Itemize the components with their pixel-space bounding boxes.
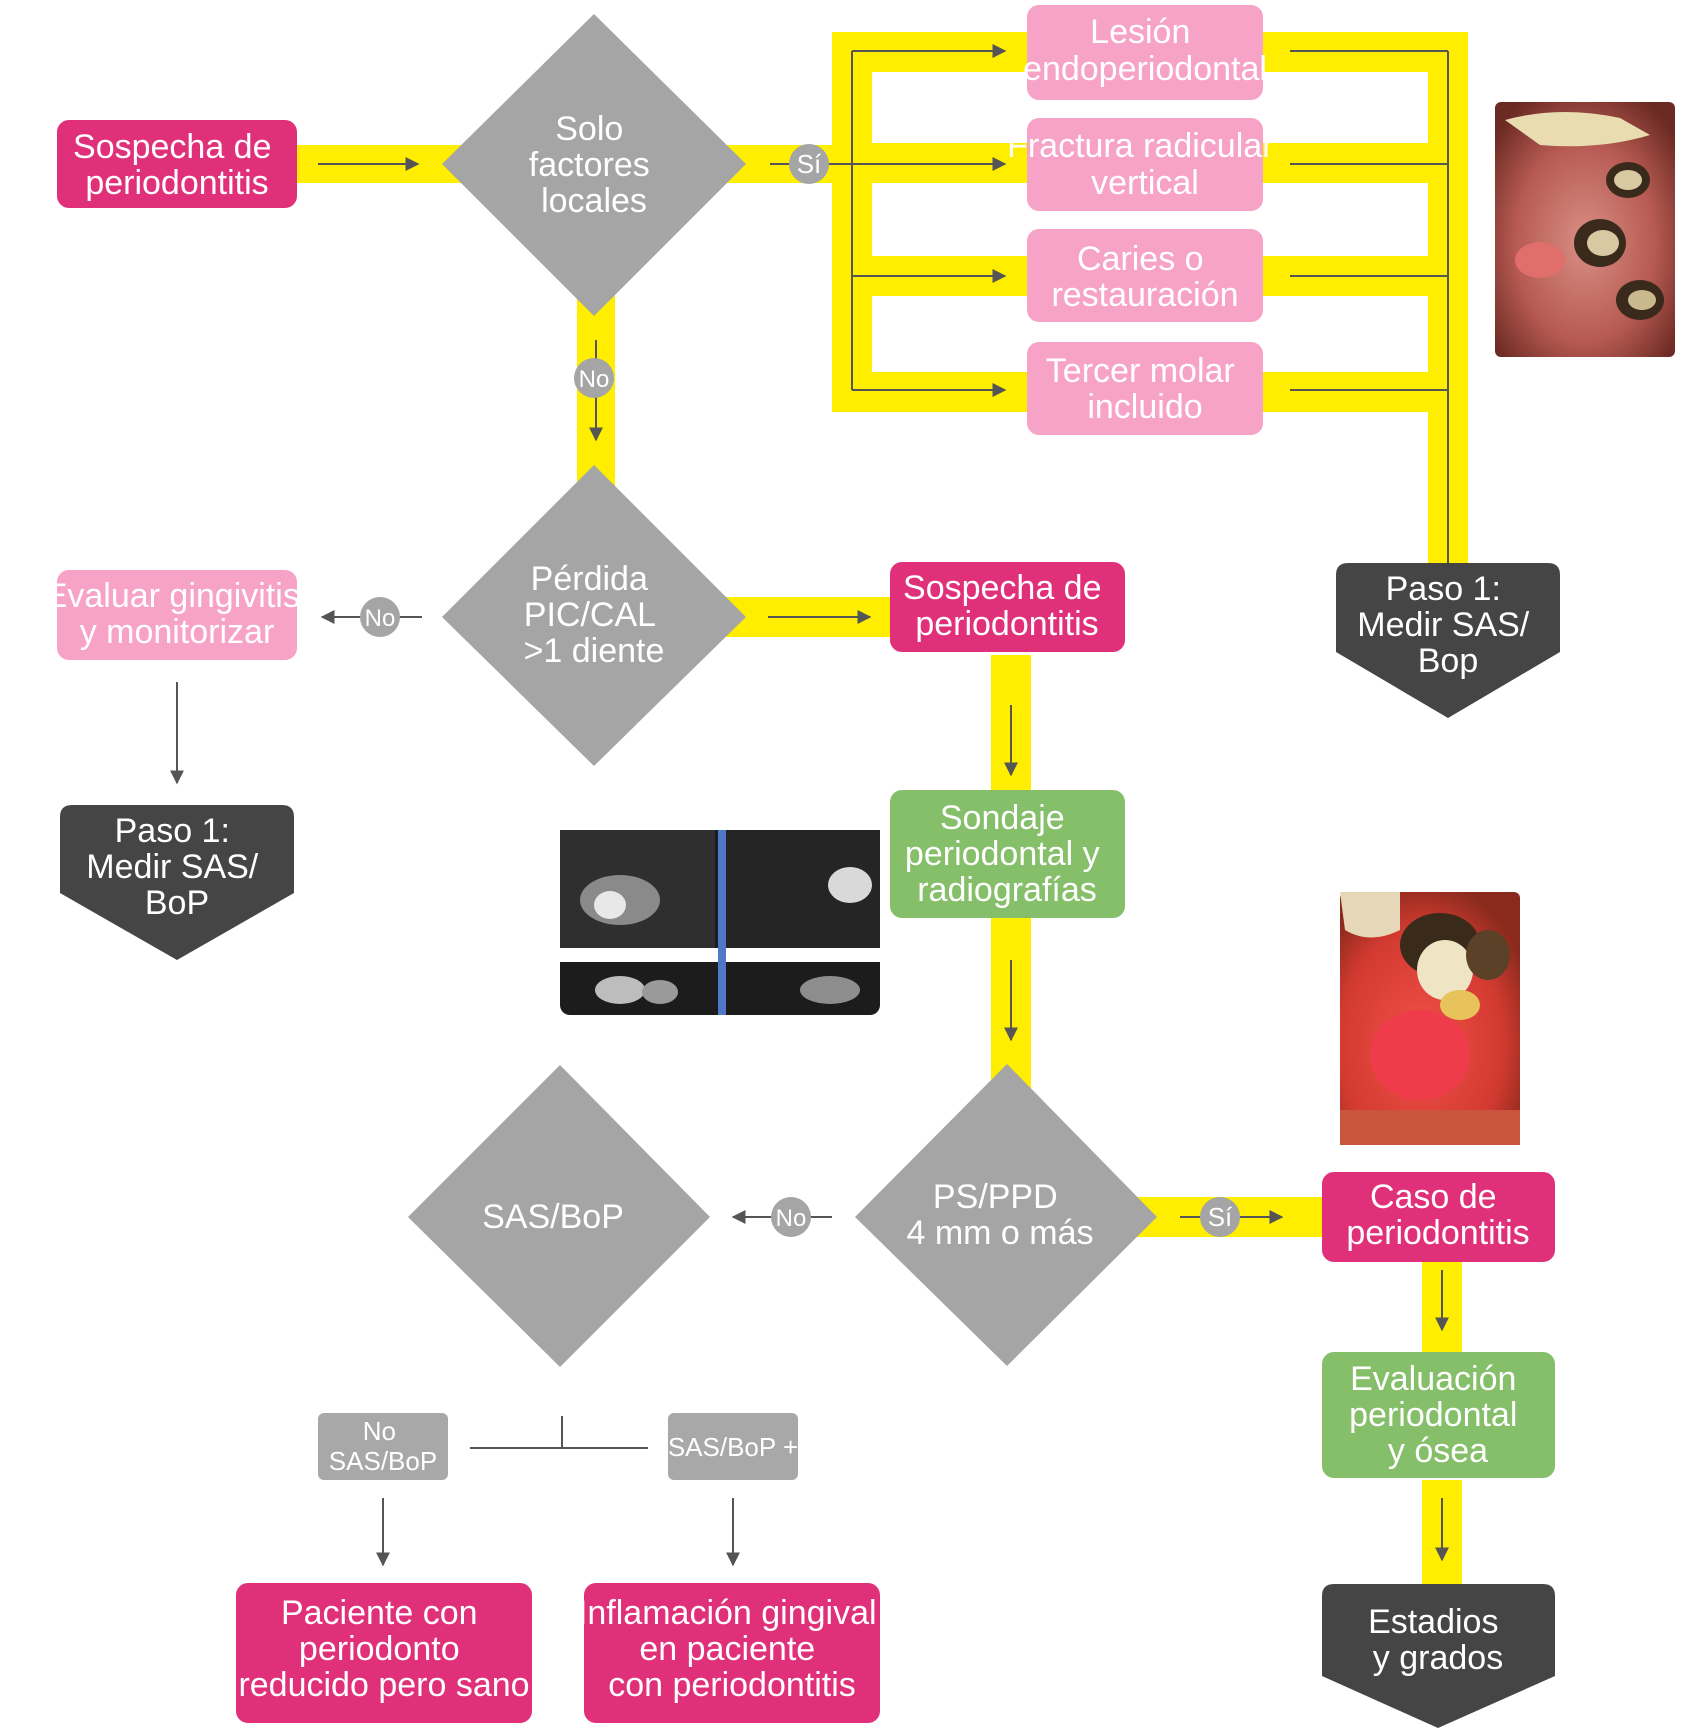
node-no-sas: No SAS/BoP [318,1413,448,1480]
svg-text:Paciente con periodonto: Paciente con periodonto reducido pero sa… [238,1594,529,1704]
svg-text:Fractura radicular verti: Fractura radicular vertical [1007,127,1283,202]
svg-text:Evaluación periodontal: Evaluación periodontal y ósea [1349,1360,1527,1470]
node-caries: Caries o restauración [1027,229,1263,322]
decision-ps-ppd: PS/PPD 4 mm o más [855,1064,1157,1366]
connectors [170,44,1449,1567]
node-step1-left: Paso 1: Medir SAS/ BoP [60,805,294,960]
clinical-photo-gingiva-image [1340,892,1520,1145]
svg-text:Sí: Sí [1208,1202,1233,1232]
svg-text:PS/PPD 4 mm o más: PS/PPD 4 mm o más [906,1178,1093,1252]
svg-text:Sondaje periodontal y: Sondaje periodontal y radiografías [905,799,1109,909]
svg-text:SAS/BoP: SAS/BoP [482,1198,624,1236]
svg-text:Evaluar gingivitis y mon: Evaluar gingivitis y monitorizar [45,577,310,651]
svg-text:No: No [579,366,610,393]
decision-local-factors: Solo factores locales [442,14,746,316]
svg-text:Sí: Sí [797,149,822,179]
svg-text:No: No [776,1205,807,1232]
svg-text:SAS/BoP +: SAS/BoP + [668,1432,798,1462]
svg-text:Caso de periodontitis: Caso de periodontitis [1346,1178,1529,1252]
node-start-suspicion: Sospecha de periodontitis [57,120,297,208]
decision-sas-bop: SAS/BoP [408,1065,710,1367]
edge-label-no-local: No [574,358,614,398]
svg-text:Tercer molar incluido: Tercer molar incluido [1046,352,1244,426]
node-stages: Estadios y grados [1322,1584,1555,1728]
svg-text:Pérdida PIC/CAL >1: Pérdida PIC/CAL >1 diente [524,560,665,670]
node-evaluate-gingivitis: Evaluar gingivitis y monitorizar [45,570,310,660]
node-endo-perio: Lesión endoperiodontal [1023,5,1267,100]
clinical-photo-teeth-image [1495,102,1675,357]
edge-label-yes-local: Sí [789,144,829,184]
svg-text:Caries o restauración: Caries o restauración [1051,240,1238,314]
flow-bands [290,32,1468,1587]
svg-text:Estadios y grados: Estadios y grados [1368,1603,1508,1677]
edge-label-yes-ps: Sí [1200,1197,1240,1237]
svg-text:Solo factores loca: Solo factores locales [529,110,659,220]
svg-text:Sospecha de periodontiti: Sospecha de periodontitis [73,128,281,202]
edge-label-no-loss: No [360,597,400,637]
svg-text:Paso 1: Medir SAS/: Paso 1: Medir SAS/ Bop [1357,570,1538,680]
svg-text:Lesión endoperiodontal: Lesión endoperiodontal [1023,13,1267,88]
svg-text:No SAS/BoP: No SAS/BoP [329,1416,437,1476]
edge-label-no-ps: No [771,1197,811,1237]
node-probing: Sondaje periodontal y radiografías [890,790,1125,918]
svg-text:No: No [365,605,396,632]
node-third-molar: Tercer molar incluido [1027,342,1263,435]
cbct-radiograph-image [560,830,880,1015]
svg-text:Paso 1: Medir SAS/: Paso 1: Medir SAS/ BoP [86,812,267,922]
node-gingival-inflammation: Inflamación gingival en paciente con per… [578,1583,886,1723]
svg-text:Sospecha de periodontiti: Sospecha de periodontitis [903,569,1111,643]
node-sas-plus: SAS/BoP + [668,1413,798,1480]
node-step1-right: Paso 1: Medir SAS/ Bop [1336,562,1560,718]
node-eval-bone: Evaluación periodontal y ósea [1322,1352,1555,1478]
node-reduced-healthy: Paciente con periodonto reducido pero sa… [236,1583,532,1723]
node-case-perio: Caso de periodontitis [1322,1172,1555,1262]
svg-text:Inflamación gingival en: Inflamación gingival en paciente con per… [578,1594,886,1704]
node-root-fracture: Fractura radicular vertical [1007,118,1283,211]
node-suspicion-mid: Sospecha de periodontitis [890,562,1125,652]
decision-loss-pic: Pérdida PIC/CAL >1 diente [442,465,746,766]
